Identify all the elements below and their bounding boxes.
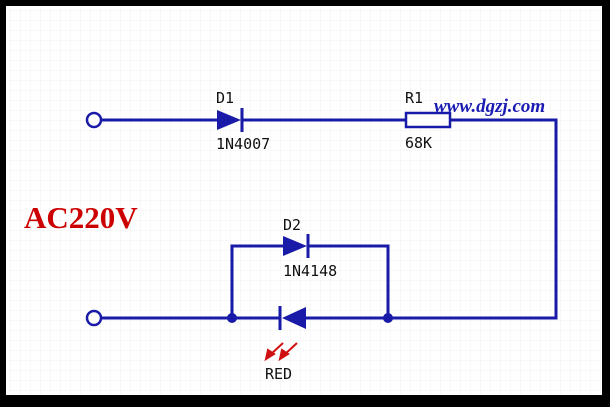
d2-value-label: 1N4148 — [283, 262, 337, 280]
d1-value-label: 1N4007 — [216, 135, 270, 153]
led-value-label: RED — [265, 365, 292, 383]
r1-value-label: 68K — [405, 134, 432, 152]
r1-ref-label: R1 — [405, 89, 423, 107]
source-label: AC220V — [24, 200, 138, 235]
schematic-grid — [6, 6, 602, 395]
watermark-text: www.dgzj.com — [434, 96, 545, 117]
junction-dot-right — [383, 313, 393, 323]
diode-d2-icon — [283, 234, 310, 258]
resistor-r1-icon — [404, 111, 452, 129]
junction-dot-left — [227, 313, 237, 323]
top-terminal-icon — [85, 111, 103, 129]
d1-ref-label: D1 — [216, 89, 234, 107]
bottom-terminal-icon — [85, 309, 103, 327]
diode-d1-icon — [217, 108, 244, 132]
wires — [99, 118, 558, 320]
led-icon — [278, 306, 306, 330]
led-light-arrows-icon — [264, 342, 298, 362]
d2-ref-label: D2 — [283, 216, 301, 234]
